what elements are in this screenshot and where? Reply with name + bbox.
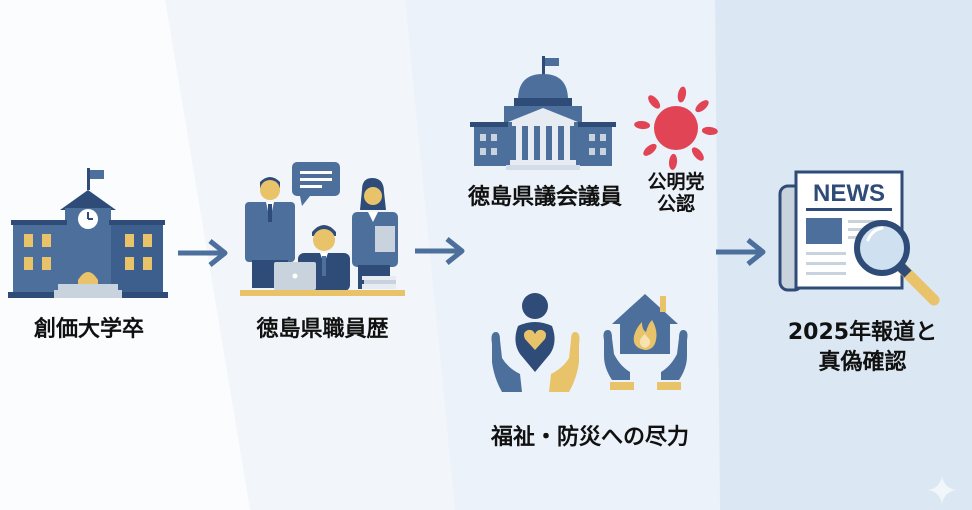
- step-label-staff: 徳島県職員歴: [256, 317, 389, 342]
- news-label-line2: 真偽確認: [818, 349, 907, 375]
- party-badge-label: 公明党 公認: [636, 171, 716, 216]
- school-building-icon: [8, 168, 168, 300]
- house-fire-hands-icon: [598, 292, 693, 392]
- step-label-welfare: 福祉・防災への尽力: [490, 425, 689, 450]
- step-label-assembly: 徳島県議会議員: [467, 185, 622, 210]
- step-label-university: 創価大学卒: [33, 317, 144, 342]
- party-name: 公明党: [647, 171, 705, 193]
- news-label-line1: 2025年報道と: [787, 320, 938, 345]
- arrow-right-icon: [178, 238, 230, 268]
- assembly-building-icon: [470, 56, 616, 170]
- caring-hands-icon: [488, 292, 583, 392]
- sun-icon: [634, 86, 718, 170]
- party-endorsement: 公認: [656, 192, 695, 215]
- sparkle-icon: [928, 476, 956, 504]
- office-workers-icon: [240, 160, 405, 300]
- arrow-right-icon: [716, 237, 768, 267]
- newspaper-magnifier-icon: NEWS: [776, 168, 946, 308]
- step-label-news: 2025年報道と 真偽確認: [770, 318, 955, 377]
- newspaper-title: NEWS: [813, 180, 885, 207]
- arrow-right-icon: [415, 236, 467, 266]
